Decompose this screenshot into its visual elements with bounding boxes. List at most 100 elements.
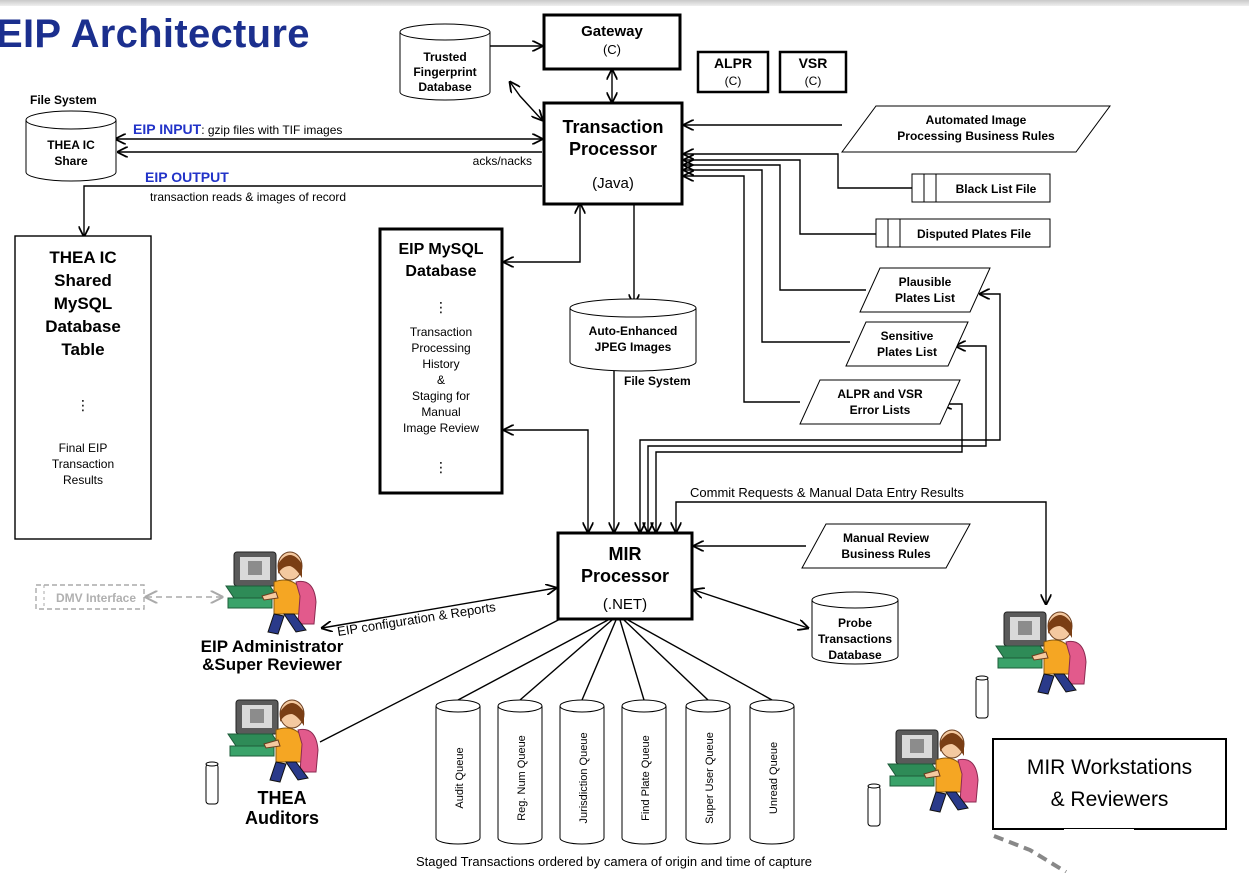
plausible-line2: Plates List [895,291,955,305]
queue-reg-num-label: Reg. Num Queue [516,735,528,821]
mir-processor-box: MIR Processor (.NET) [556,531,694,621]
tp-line1: Transaction [562,117,663,137]
queue-super-user: Super User Queue [685,699,731,845]
mysql-dots2: ⋮ [434,459,448,475]
mysql-body1: Transaction [410,325,472,339]
connectors [84,46,1046,743]
top-band [0,0,1249,6]
mir-lang: (.NET) [603,596,647,613]
plausible-line1: Plausible [899,275,952,289]
mysql-dots: ⋮ [434,299,448,315]
auditors-line2: Auditors [245,808,319,828]
transaction-processor-box: Transaction Processor (Java) [542,101,684,206]
probe-line2: Transactions [818,632,892,646]
queue-jurisdiction-label: Jurisdiction Queue [578,732,590,823]
auditor-cup-icon [205,761,219,805]
admin-person-icon [225,551,317,635]
probe-database-cylinder: Probe Transactions Database [811,591,899,665]
thea-table-line4: Database [45,317,121,336]
mysql-line2: Database [405,263,476,280]
gateway-title: Gateway [581,23,643,40]
file-system-label-2: File System [624,374,691,388]
eip-output-desc: transaction reads & images of record [150,190,346,204]
page-title: EIP Architecture [0,12,310,56]
callout-tail-cover [1064,829,1134,833]
reviewer-person-icon-1 [995,611,1087,695]
staged-caption: Staged Transactions ordered by camera of… [416,854,812,869]
thea-table-line5: Table [61,340,104,359]
disputed-label: Disputed Plates File [917,227,1031,241]
vsr-lang: (C) [805,74,822,88]
sensitive-line1: Sensitive [881,329,934,343]
black-list-label: Black List File [956,182,1037,196]
sensitive-line2: Plates List [877,345,937,359]
manual-rules-line1: Manual Review [843,531,930,545]
queue-audit-label: Audit Queue [454,747,466,808]
thea-share-cylinder: THEA IC Share [25,110,117,182]
alpr-vsr-line1: ALPR and VSR [837,387,923,401]
fingerprint-line1: Trusted [423,50,466,64]
queue-find-plate: Find Plate Queue [621,699,667,845]
thea-table-line3: MySQL [54,294,113,313]
auditors-line1: THEA [258,788,307,808]
fingerprint-line3: Database [418,80,472,94]
queue-reg-num: Reg. Num Queue [497,699,543,845]
manual-rules-line2: Business Rules [841,547,931,561]
alpr-title: ALPR [714,55,752,71]
vsr-title: VSR [799,55,828,71]
admin-line1: EIP Administrator [201,637,344,656]
thea-table-line2: Shared [54,271,112,290]
mysql-body2: Processing [411,341,470,355]
thea-share-line2: Share [54,154,88,168]
thea-table-final1: Final EIP [59,441,108,455]
dmv-interface-box: DMV Interface [35,584,145,610]
callout-line1: MIR Workstations [1026,756,1193,779]
mysql-body7: Image Review [403,421,479,435]
file-system-label: File System [30,93,97,107]
automated-rules-box: Automated Image Processing Business Rule… [841,105,1111,153]
gateway-lang: (C) [603,42,621,57]
queue-super-user-label: Super User Queue [704,732,716,824]
mysql-line1: EIP MySQL [398,241,483,258]
probe-line3: Database [828,648,882,662]
fingerprint-database: Trusted Fingerprint Database [399,23,491,101]
thea-table-dots: ⋮ [76,397,90,413]
eip-mysql-database-box: EIP MySQL Database ⋮ Transaction Process… [378,227,504,495]
alpr-box: ALPR (C) [696,50,770,94]
thea-table-final3: Results [63,473,103,487]
manual-review-rules: Manual Review Business Rules [801,523,971,569]
fingerprint-line2: Fingerprint [413,65,476,79]
mysql-body3: History [422,357,459,371]
queue-unread: Unread Queue [749,699,795,845]
queue-find-plate-label: Find Plate Queue [640,735,652,821]
thea-shared-table-box: THEA IC Shared MySQL Database Table ⋮ Fi… [14,235,152,540]
plausible-plates-list: Plausible Plates List [859,267,991,313]
alpr-lang: (C) [725,74,742,88]
disputed-plates-file: Disputed Plates File [875,218,1051,248]
mir-line2: Processor [581,566,669,586]
auto-enhanced-line1: Auto-Enhanced [589,324,678,338]
queue-unread-label: Unread Queue [768,742,780,814]
reviewer-cup-icon-1 [975,675,989,719]
mysql-body4: & [437,373,445,387]
probe-line1: Probe [838,616,872,630]
reviewer-cup-icon-2 [867,783,881,827]
auto-enhanced-cylinder: Auto-Enhanced JPEG Images [569,298,697,372]
callout-line2: & Reviewers [1050,788,1169,811]
commit-label: Commit Requests & Manual Data Entry Resu… [690,485,964,500]
vsr-box: VSR (C) [778,50,848,94]
gateway-box: Gateway (C) [542,13,682,71]
eip-config-label: EIP configuration & Reports [336,599,497,639]
alpr-vsr-line2: Error Lists [850,403,911,417]
eip-input-label: EIP INPUT: gzip files with TIF images [133,121,342,137]
alpr-vsr-error-lists: ALPR and VSR Error Lists [799,379,961,425]
mir-line1: MIR [609,544,642,564]
dmv-label: DMV Interface [56,591,136,605]
reviewer-person-icon-2 [887,729,979,813]
mir-workstations-callout: MIR Workstations & Reviewers [992,738,1227,830]
callout-tail [993,834,1068,873]
admin-line2: &Super Reviewer [202,655,342,674]
auto-enhanced-line2: JPEG Images [595,340,672,354]
tp-line2: Processor [569,139,657,159]
